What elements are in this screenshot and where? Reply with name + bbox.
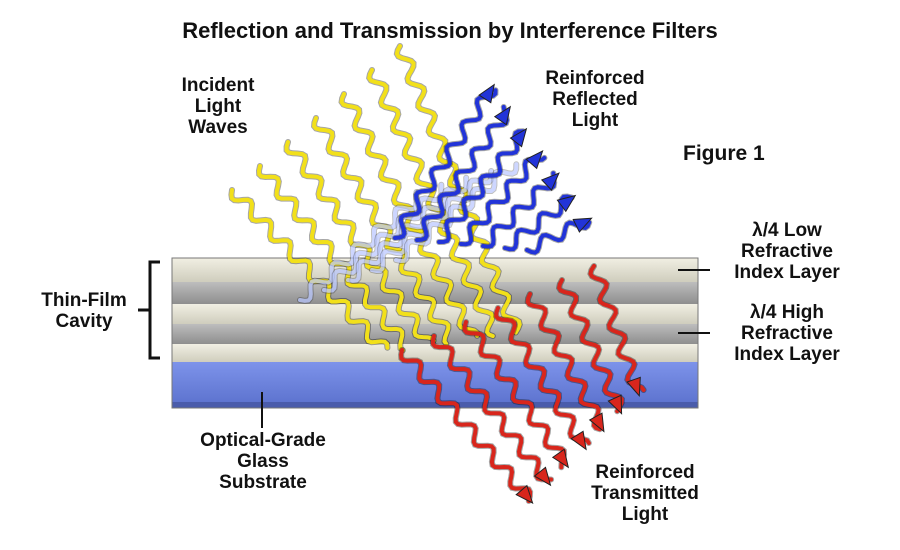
cavity-bracket	[138, 260, 160, 360]
transmitted-wave	[493, 305, 592, 451]
page-title: Reflection and Transmission by Interfere…	[182, 18, 718, 43]
transmitted-wave	[524, 291, 605, 433]
substrate-edge	[172, 402, 698, 408]
reflected-wave	[524, 217, 593, 256]
interference-wave	[393, 161, 520, 265]
interference-wave	[297, 189, 420, 304]
reflected-wave	[458, 150, 548, 248]
high-index-layer-1	[172, 282, 698, 304]
reflected-wave	[436, 127, 528, 245]
transmitted-wave	[587, 263, 647, 398]
incident-wave	[255, 163, 406, 354]
reflected-wave	[480, 170, 560, 250]
incident-wave	[228, 187, 391, 351]
transmitted-wave	[461, 319, 570, 471]
reflected-wave	[392, 83, 499, 241]
transmitted-wave	[429, 333, 555, 487]
reflected-wave	[414, 104, 512, 243]
high-index-layer-2	[172, 324, 698, 344]
reflected-wave	[502, 193, 577, 253]
figure-label: Figure 1	[683, 142, 765, 165]
incident-wave	[366, 67, 496, 339]
light-waves	[228, 43, 647, 504]
transmitted-wave	[555, 277, 625, 415]
transmitted-wave	[398, 347, 534, 504]
low-index-layer-2	[172, 304, 698, 324]
interference-wave	[321, 181, 445, 294]
